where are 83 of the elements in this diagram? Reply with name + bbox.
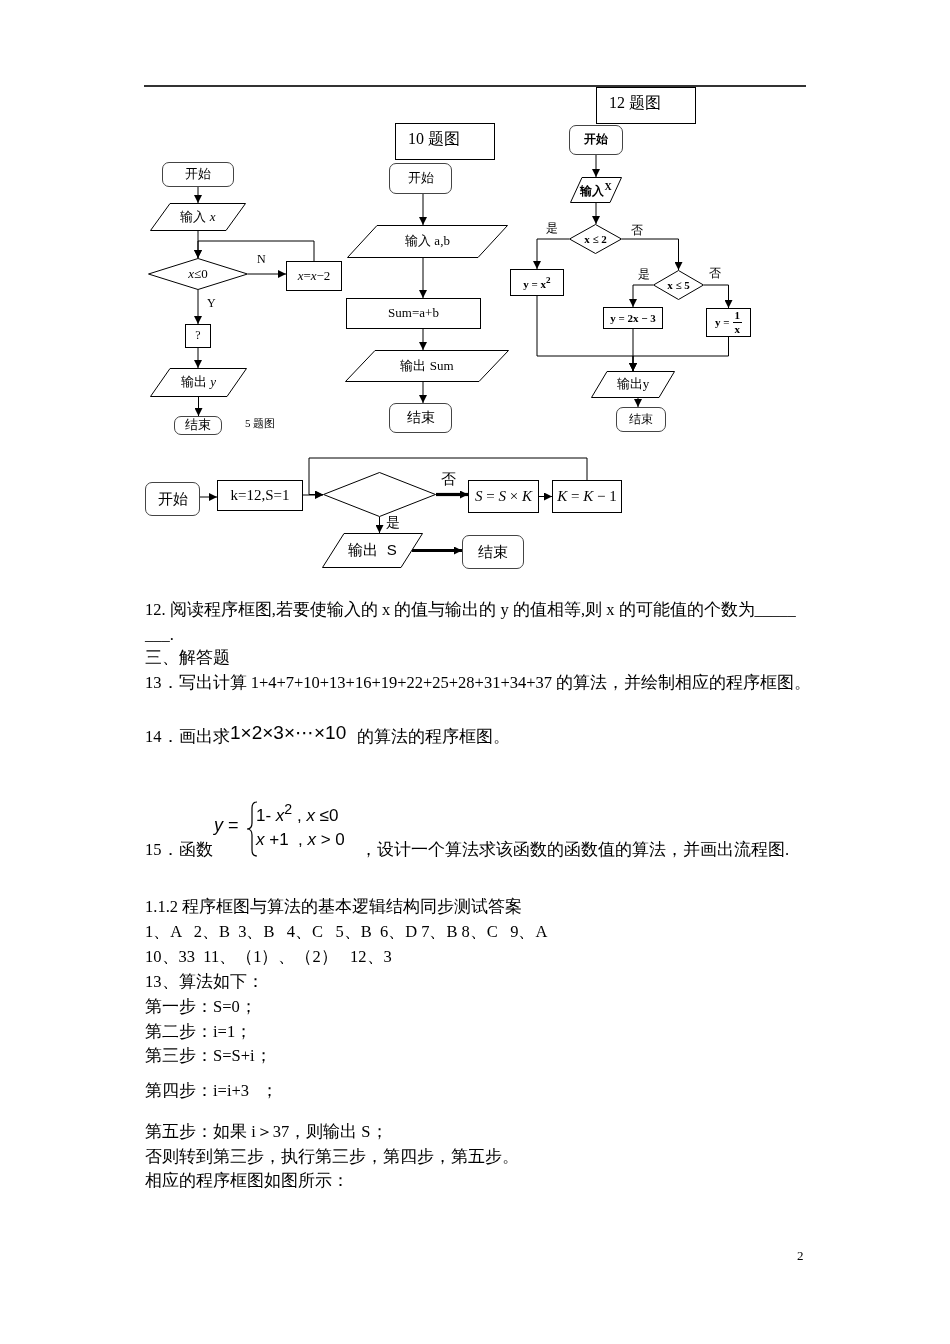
arrow	[194, 347, 202, 369]
process-box: S = S × K	[468, 480, 539, 513]
question-text: 12. 阅读程序框图,若要使输入的 x 的值与输出的 y 的值相等,则 x 的可能值的个数为________.	[145, 599, 797, 646]
arrow	[194, 186, 202, 204]
question-text: 15．函数	[145, 840, 213, 860]
question-text: 13．写出计算 1+4+7+10+13+16+19+22+25+28+31+34+37 的算法，并绘制相应的程序框图。	[145, 673, 812, 693]
formula: y =	[214, 815, 239, 837]
arrow	[194, 396, 203, 417]
arrow	[419, 193, 427, 226]
answer-text: 第三步：S=S+i；	[145, 1046, 272, 1066]
answer-text: 相应的程序框图如图所示：	[145, 1171, 349, 1191]
arrow	[436, 490, 468, 499]
edge-label: 否	[708, 266, 722, 281]
parallelogram-box: 输出 Sum	[345, 350, 509, 382]
parallelogram-box: 输入$^{X}$	[570, 177, 622, 203]
edge-label: 否	[440, 470, 457, 488]
parallelogram-box: 输入 x	[150, 203, 246, 231]
process-box: y = x$^{2}$	[510, 269, 564, 296]
decision-diamond: x≤0	[148, 258, 248, 290]
process-box: k=12,S=1	[217, 480, 303, 511]
arrow	[621, 238, 683, 271]
formula: x +1 , x > 0	[256, 830, 345, 851]
parallelogram-box: 输出 y	[150, 368, 247, 397]
process-box: K = K − 1	[552, 480, 622, 513]
question-text: ，设计一个算法求该函数的函数值的算法，并画出流程图.	[360, 840, 790, 860]
arrow	[629, 284, 654, 308]
rounded-box: 开始	[389, 163, 452, 194]
decision-diamond	[323, 472, 436, 517]
decision-diamond: x ≤ 2	[569, 224, 622, 254]
edge-label: 是	[637, 267, 651, 282]
rounded-box: 结束	[174, 416, 222, 435]
formula: 1- x$^{2}$ , x ≤0	[256, 801, 339, 827]
edge-label: 是	[385, 515, 401, 532]
answer-text: 第四步：i=i+3 ；	[145, 1081, 279, 1101]
formula: 1×2×3×⋯×10	[230, 722, 347, 745]
parallelogram-box: 输出 S	[322, 533, 423, 568]
rounded-box: 结束	[616, 407, 666, 432]
process-box: y = 2x − 3	[603, 307, 663, 329]
section-heading: 三、解答题	[145, 648, 230, 668]
answer-text: 否则转到第三步，执行第三步，第四步，第五步。	[145, 1147, 519, 1167]
parallelogram-box: 输出y	[591, 371, 675, 398]
arrow	[703, 284, 733, 309]
rounded-box: 开始	[145, 482, 200, 516]
arrow	[194, 240, 315, 262]
figure-caption: 5 题图	[245, 417, 276, 431]
arrow	[194, 289, 202, 325]
arrow	[533, 238, 570, 270]
rounded-box: 开始	[569, 125, 623, 155]
parallelogram-box: 输入 a,b	[347, 225, 508, 258]
answer-text: 10、33 11、（1）、（2） 12、3	[145, 947, 392, 967]
arrow	[419, 381, 427, 404]
arrow	[247, 270, 287, 278]
rounded-box: 结束	[389, 403, 452, 433]
arrow	[308, 457, 588, 499]
question-text: 14．画出求	[145, 727, 230, 747]
decision-diamond: x ≤ 5	[653, 270, 704, 300]
arrow	[419, 328, 427, 351]
answer-text: 1、A 2、B 3、B 4、C 5、B 6、D 7、B 8、C 9、A	[145, 922, 548, 942]
answer-heading: 1.1.2 程序框图与算法的基本逻辑结构同步测试答案	[145, 897, 523, 917]
arrow	[419, 257, 427, 299]
answer-text: 第一步：S=0；	[145, 997, 257, 1017]
rounded-box: 结束	[462, 535, 524, 569]
arrow	[592, 202, 600, 225]
answer-text: 第二步：i=1；	[145, 1022, 253, 1042]
arrow	[629, 336, 729, 372]
process-box: ?	[185, 324, 211, 348]
title-box: 12 题图	[596, 87, 696, 124]
arrow	[538, 492, 553, 501]
arrow	[375, 516, 384, 534]
arrow	[634, 397, 642, 408]
edge-label: 否	[630, 223, 644, 238]
arrow	[199, 493, 218, 501]
answer-text: 13、算法如下：	[145, 972, 264, 992]
answer-text: 第五步：如果 i＞37，则输出 S；	[145, 1122, 388, 1142]
edge-label: 是	[545, 221, 559, 236]
process-box: x=x−2	[286, 261, 342, 291]
arrow	[412, 546, 462, 555]
title-box: 10 题图	[395, 123, 495, 160]
rounded-box: 开始	[162, 162, 234, 187]
process-box: Sum=a+b	[346, 298, 481, 329]
page-number: 2	[797, 1248, 804, 1264]
question-text: 的算法的程序框图。	[357, 727, 510, 747]
arrow	[592, 154, 600, 178]
